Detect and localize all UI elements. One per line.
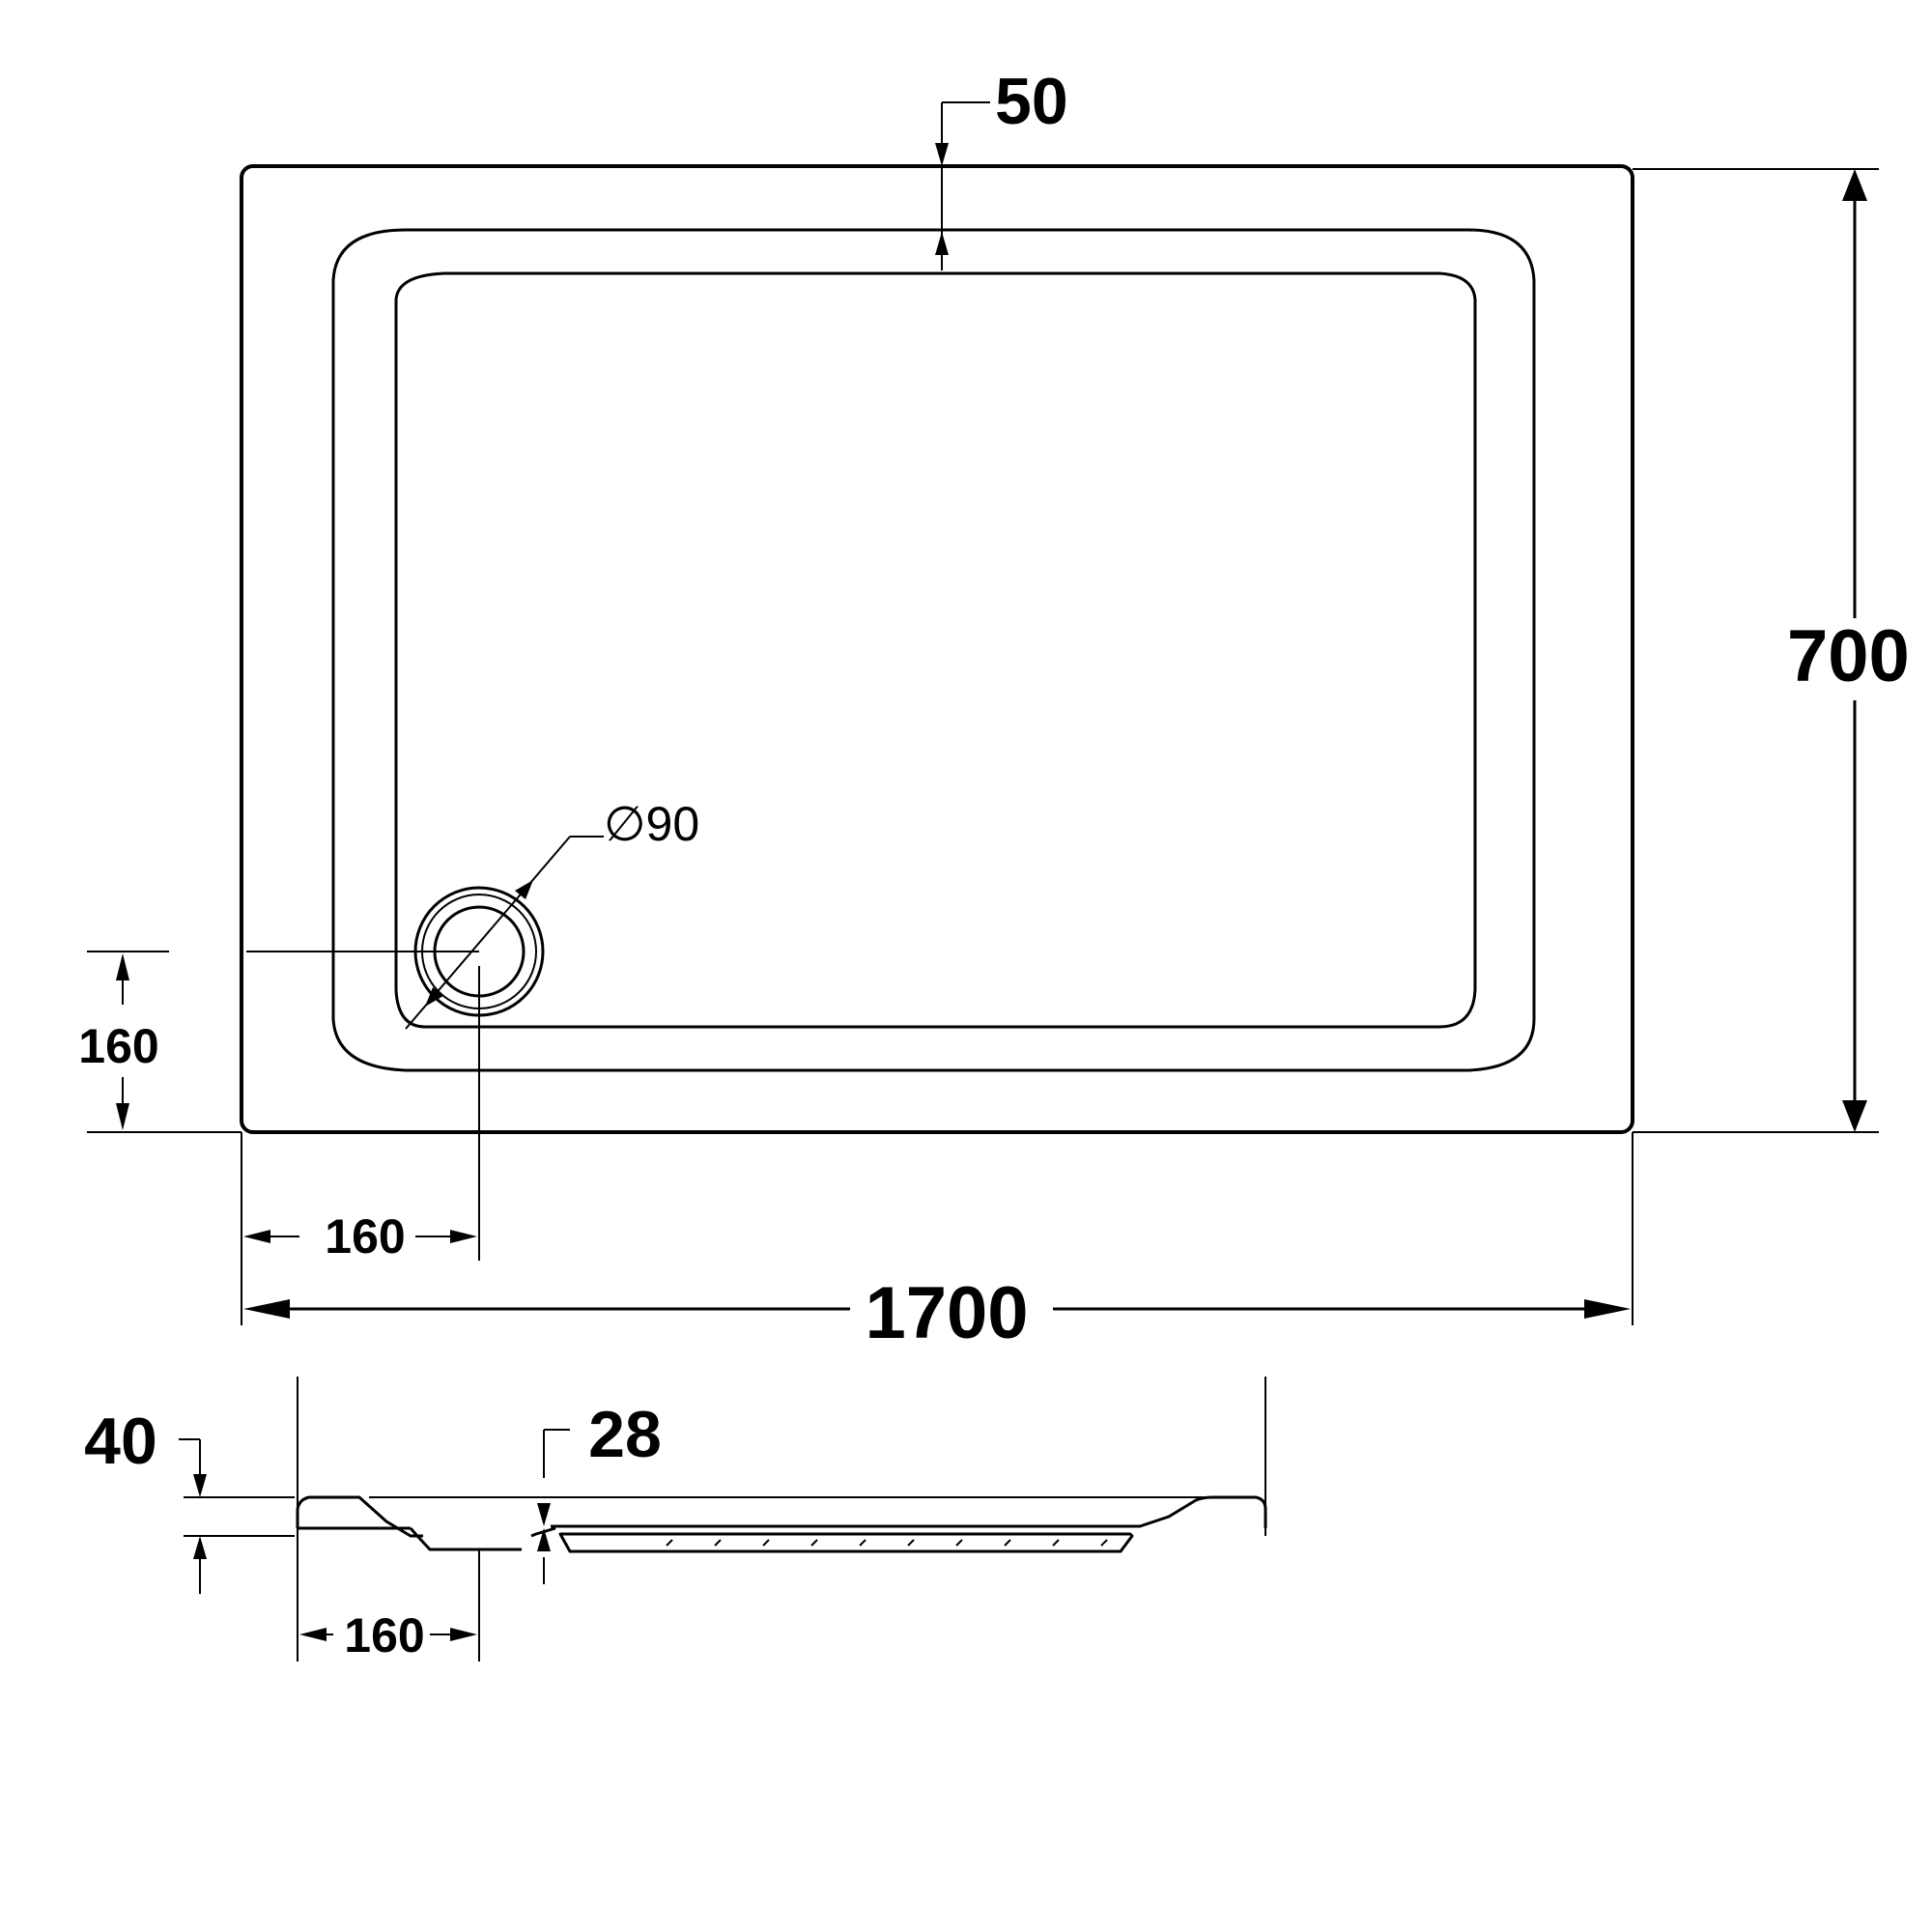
tray-basin-outline: [394, 271, 1477, 1029]
tray-width-label: 1700: [865, 1272, 1028, 1354]
waste-diameter-label: ∅90: [604, 797, 699, 851]
side-profile-waste-step: [530, 1526, 556, 1538]
side-profile-basin: [558, 1532, 1134, 1553]
side-profile-step-left: [409, 1527, 522, 1551]
waste-offset-x-dimension: 160: [243, 1209, 477, 1264]
side-depth-dimension: 28: [537, 1398, 662, 1584]
side-profile-top: [296, 1495, 423, 1538]
tray-rim-outline: [331, 228, 1536, 1072]
tray-width-dimension: 1700: [241, 1132, 1634, 1354]
side-view: 40 28 160: [84, 1377, 1267, 1662]
waste-offset-y-label: 160: [78, 1019, 158, 1073]
rim-width-label: 50: [995, 65, 1068, 138]
rim-width-dimension: 50: [935, 65, 1068, 270]
tray-height-label: 700: [1787, 615, 1910, 697]
side-height-dimension: 40: [84, 1405, 295, 1594]
waste-diameter-arrow-bottom: [425, 987, 443, 1007]
waste-offset-y-dimension: 160: [78, 951, 242, 1133]
side-waste-offset-dimension: 160: [299, 1550, 480, 1662]
waste-offset-x-label: 160: [325, 1209, 405, 1264]
side-height-label: 40: [84, 1405, 157, 1478]
side-waste-offset-label: 160: [344, 1608, 424, 1662]
side-profile-slope: [551, 1495, 1267, 1528]
waste-diameter-arrow-top: [515, 880, 533, 899]
plan-view: ∅90 50 700: [78, 65, 1910, 1354]
side-depth-label: 28: [588, 1398, 662, 1471]
side-profile-hatch: [666, 1539, 1108, 1547]
tray-outer-outline: [240, 164, 1634, 1134]
tray-height-dimension: 700: [1633, 168, 1910, 1133]
